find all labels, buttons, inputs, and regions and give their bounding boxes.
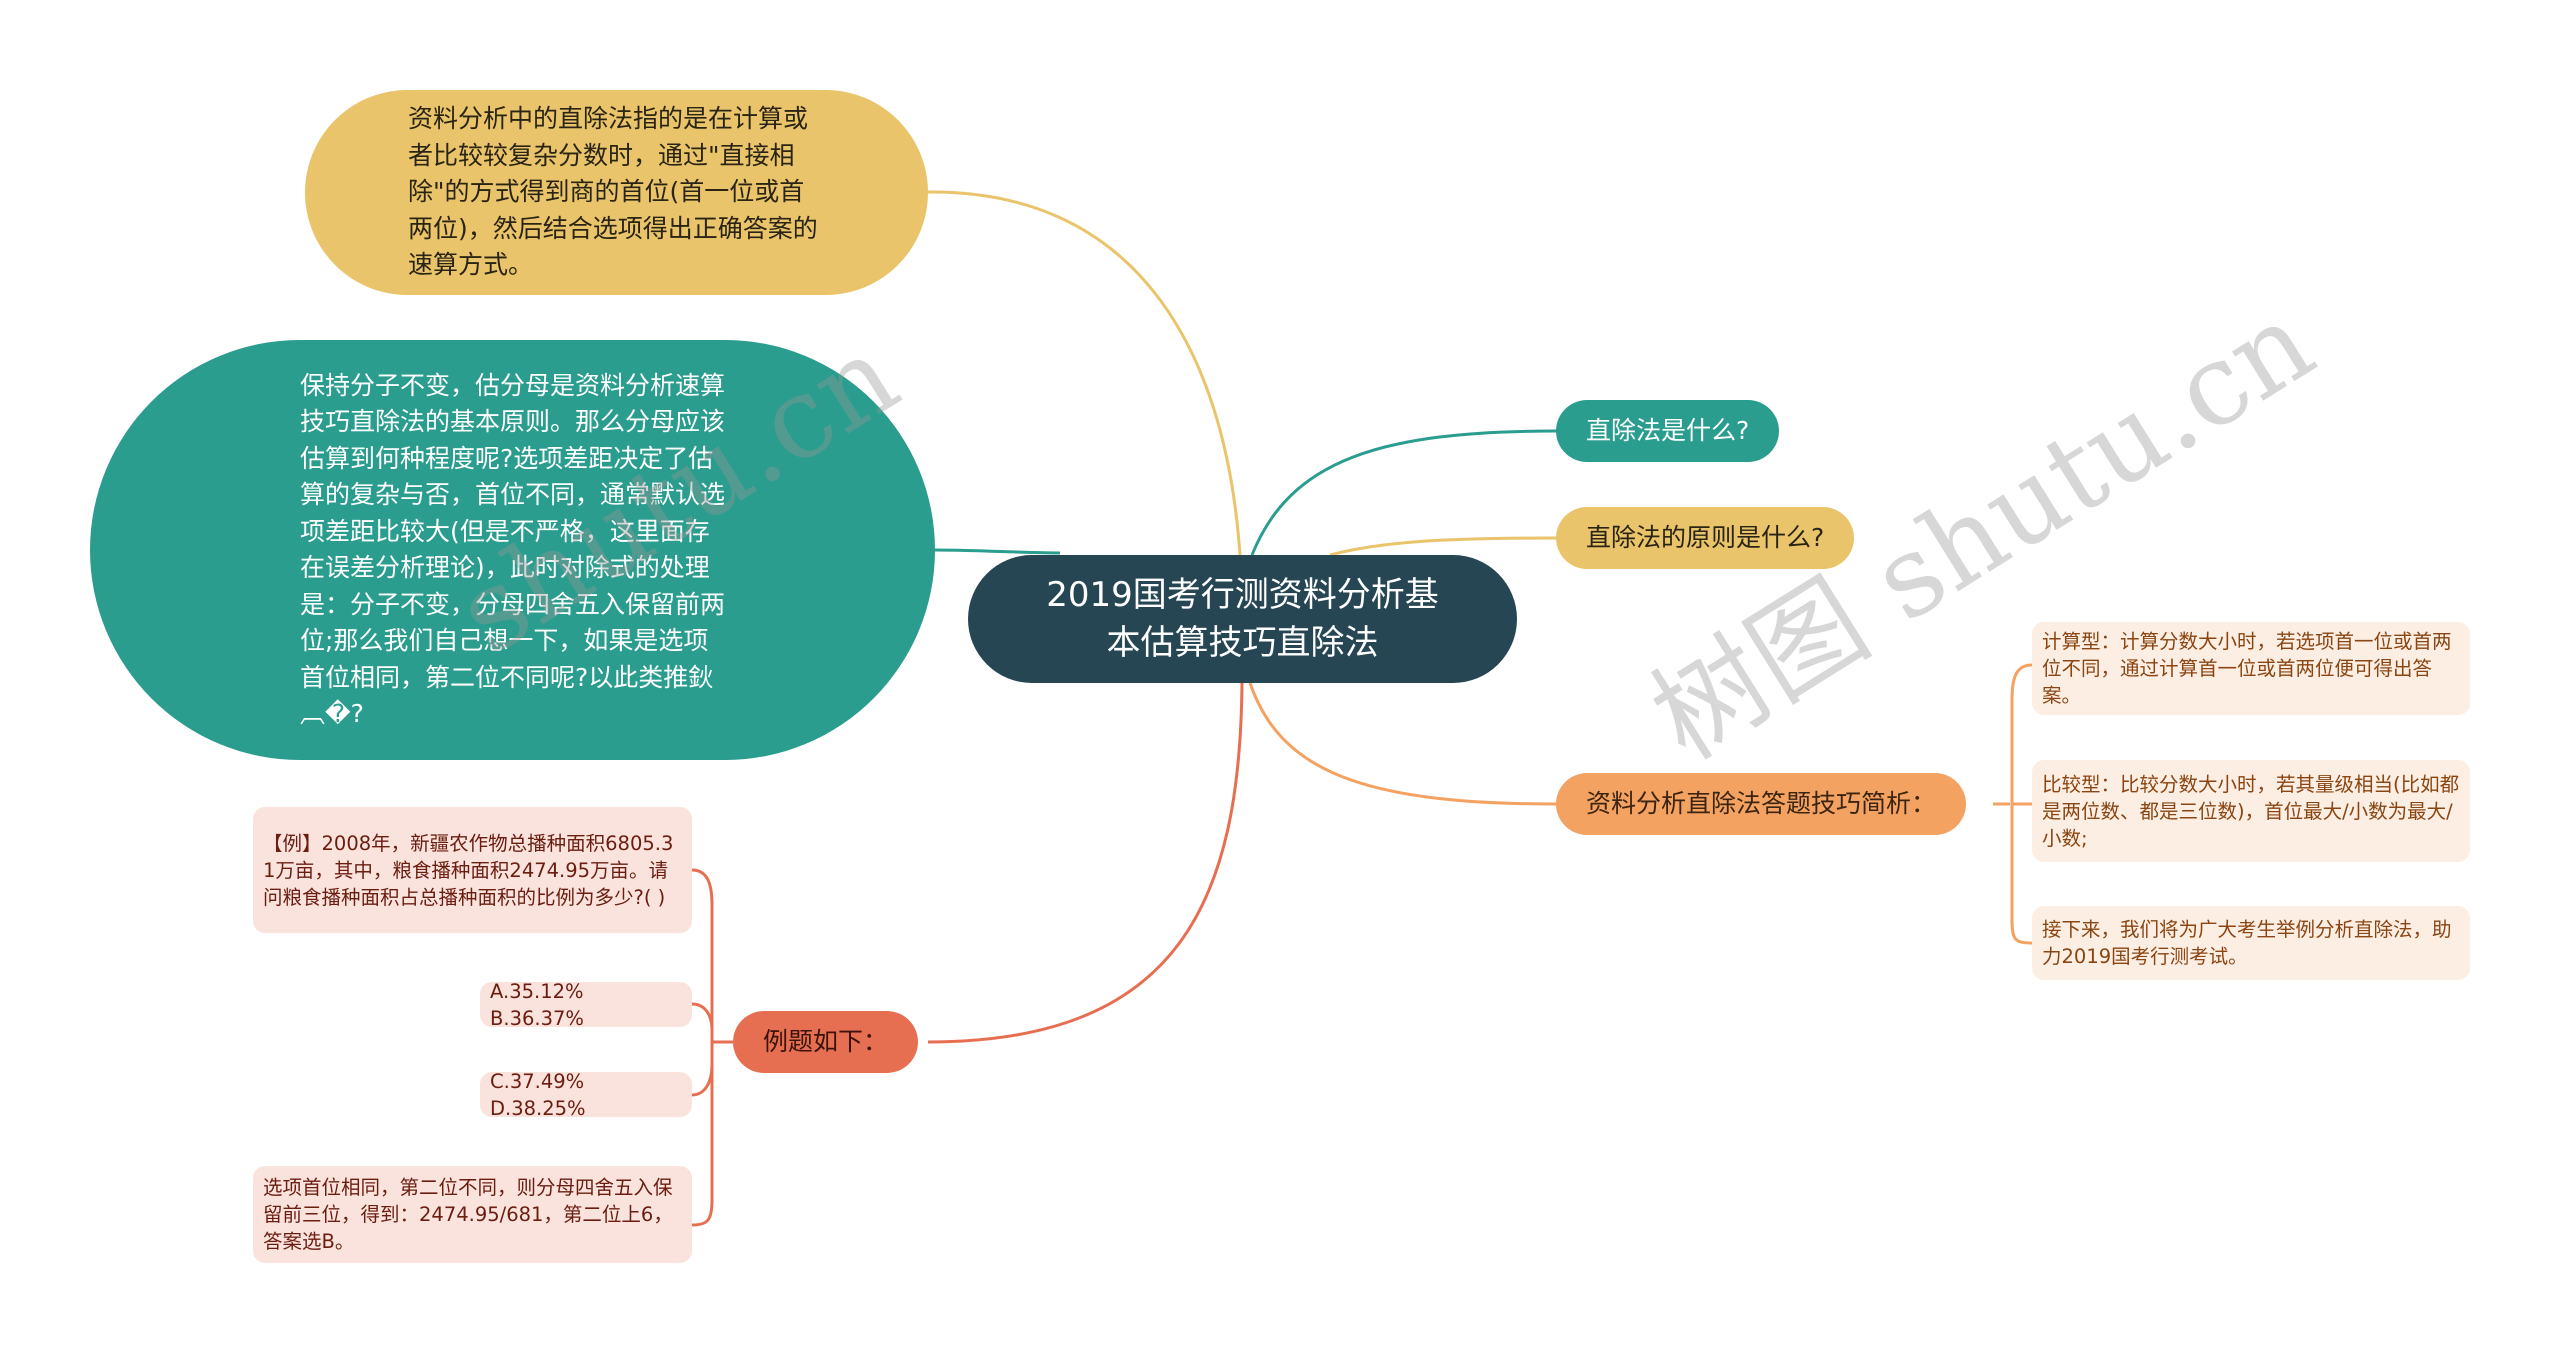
branch-principle-label: 直除法的原则是什么? [1586,523,1825,552]
tips-child-calculation[interactable]: 计算型：计算分数大小时，若选项首一位或首两位不同，通过计算首一位或首两位便可得出… [2032,622,2470,715]
example-options-ab[interactable]: A.35.12% B.36.37% [480,980,692,1030]
example-answer[interactable]: 选项首位相同，第二位不同，则分母四舍五入保留前三位，得到：2474.95/681… [253,1166,692,1263]
branch-principle[interactable]: 直除法的原则是什么? [1556,507,1855,569]
tips-child-next[interactable]: 接下来，我们将为广大考生举例分析直除法，助力2019国考行测考试。 [2032,906,2470,980]
tips-child-comparison[interactable]: 比较型：比较分数大小时，若其量级相当(比如都是两位数、都是三位数)，首位最大/小… [2032,760,2470,862]
root-topic-line2: 本估算技巧直除法 [1106,623,1379,663]
example-question-text: 【例】2008年，新疆农作物总播种面积6805.31万亩，其中，粮食播种面积24… [263,831,674,909]
tips-child-comparison-text: 比较型：比较分数大小时，若其量级相当(比如都是两位数、都是三位数)，首位最大/小… [2042,772,2460,850]
example-options-ab-text: A.35.12% B.36.37% [490,979,584,1030]
example-answer-text: 选项首位相同，第二位不同，则分母四舍五入保留前三位，得到：2474.95/681… [263,1176,673,1253]
branch-what-is-label: 直除法是什么? [1586,416,1750,445]
definition-detail-text: 资料分析中的直除法指的是在计算或者比较较复杂分数时，通过"直接相除"的方式得到商… [408,104,818,280]
branch-example-label: 例题如下： [763,1027,889,1056]
tips-child-calculation-text: 计算型：计算分数大小时，若选项首一位或首两位不同，通过计算首一位或首两位便可得出… [2042,630,2452,707]
tips-child-next-text: 接下来，我们将为广大考生举例分析直除法，助力2019国考行测考试。 [2042,918,2452,968]
branch-tips[interactable]: 资料分析直除法答题技巧简析： [1556,773,1967,835]
example-options-cd[interactable]: C.37.49% D.38.25% [480,1070,692,1120]
example-question[interactable]: 【例】2008年，新疆农作物总播种面积6805.31万亩，其中，粮食播种面积24… [253,807,692,933]
example-options-cd-text: C.37.49% D.38.25% [490,1069,586,1120]
root-topic-line1: 2019国考行测资料分析基 [1046,575,1439,615]
root-topic[interactable]: 2019国考行测资料分析基 本估算技巧直除法 [968,555,1517,683]
branch-example[interactable]: 例题如下： [733,1011,919,1073]
principle-detail-node[interactable]: 保持分子不变，估分母是资料分析速算技巧直除法的基本原则。那么分母应该估算到何种程… [90,340,935,760]
definition-detail-node[interactable]: 资料分析中的直除法指的是在计算或者比较较复杂分数时，通过"直接相除"的方式得到商… [305,90,928,295]
branch-tips-label: 资料分析直除法答题技巧简析： [1586,789,1937,818]
principle-detail-text: 保持分子不变，估分母是资料分析速算技巧直除法的基本原则。那么分母应该估算到何种程… [300,370,726,729]
branch-what-is[interactable]: 直除法是什么? [1556,400,1780,462]
